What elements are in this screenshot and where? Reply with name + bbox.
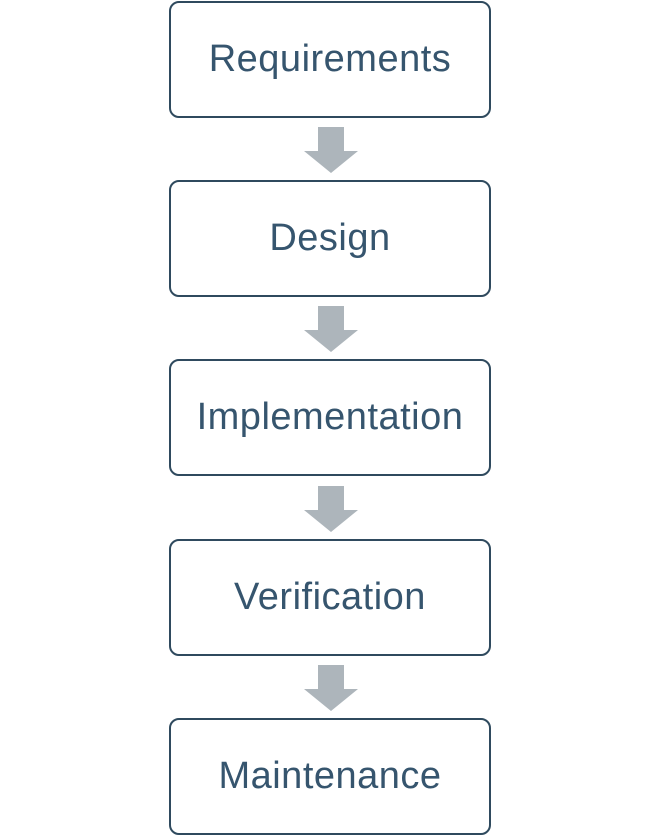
step-label-requirements: Requirements	[208, 38, 452, 80]
step-verification: Verification	[169, 539, 491, 656]
step-requirements: Requirements	[169, 1, 491, 118]
arrow-down-icon	[304, 127, 358, 173]
step-label-verification: Verification	[234, 576, 426, 618]
arrow-down-icon	[304, 665, 358, 711]
arrow-down-icon	[304, 486, 358, 532]
arrow-down-icon	[304, 306, 358, 352]
step-maintenance: Maintenance	[169, 718, 491, 835]
step-implementation: Implementation	[169, 359, 491, 476]
step-design: Design	[169, 180, 491, 297]
step-label-implementation: Implementation	[196, 396, 464, 438]
step-label-design: Design	[269, 217, 391, 259]
step-label-maintenance: Maintenance	[218, 755, 442, 797]
